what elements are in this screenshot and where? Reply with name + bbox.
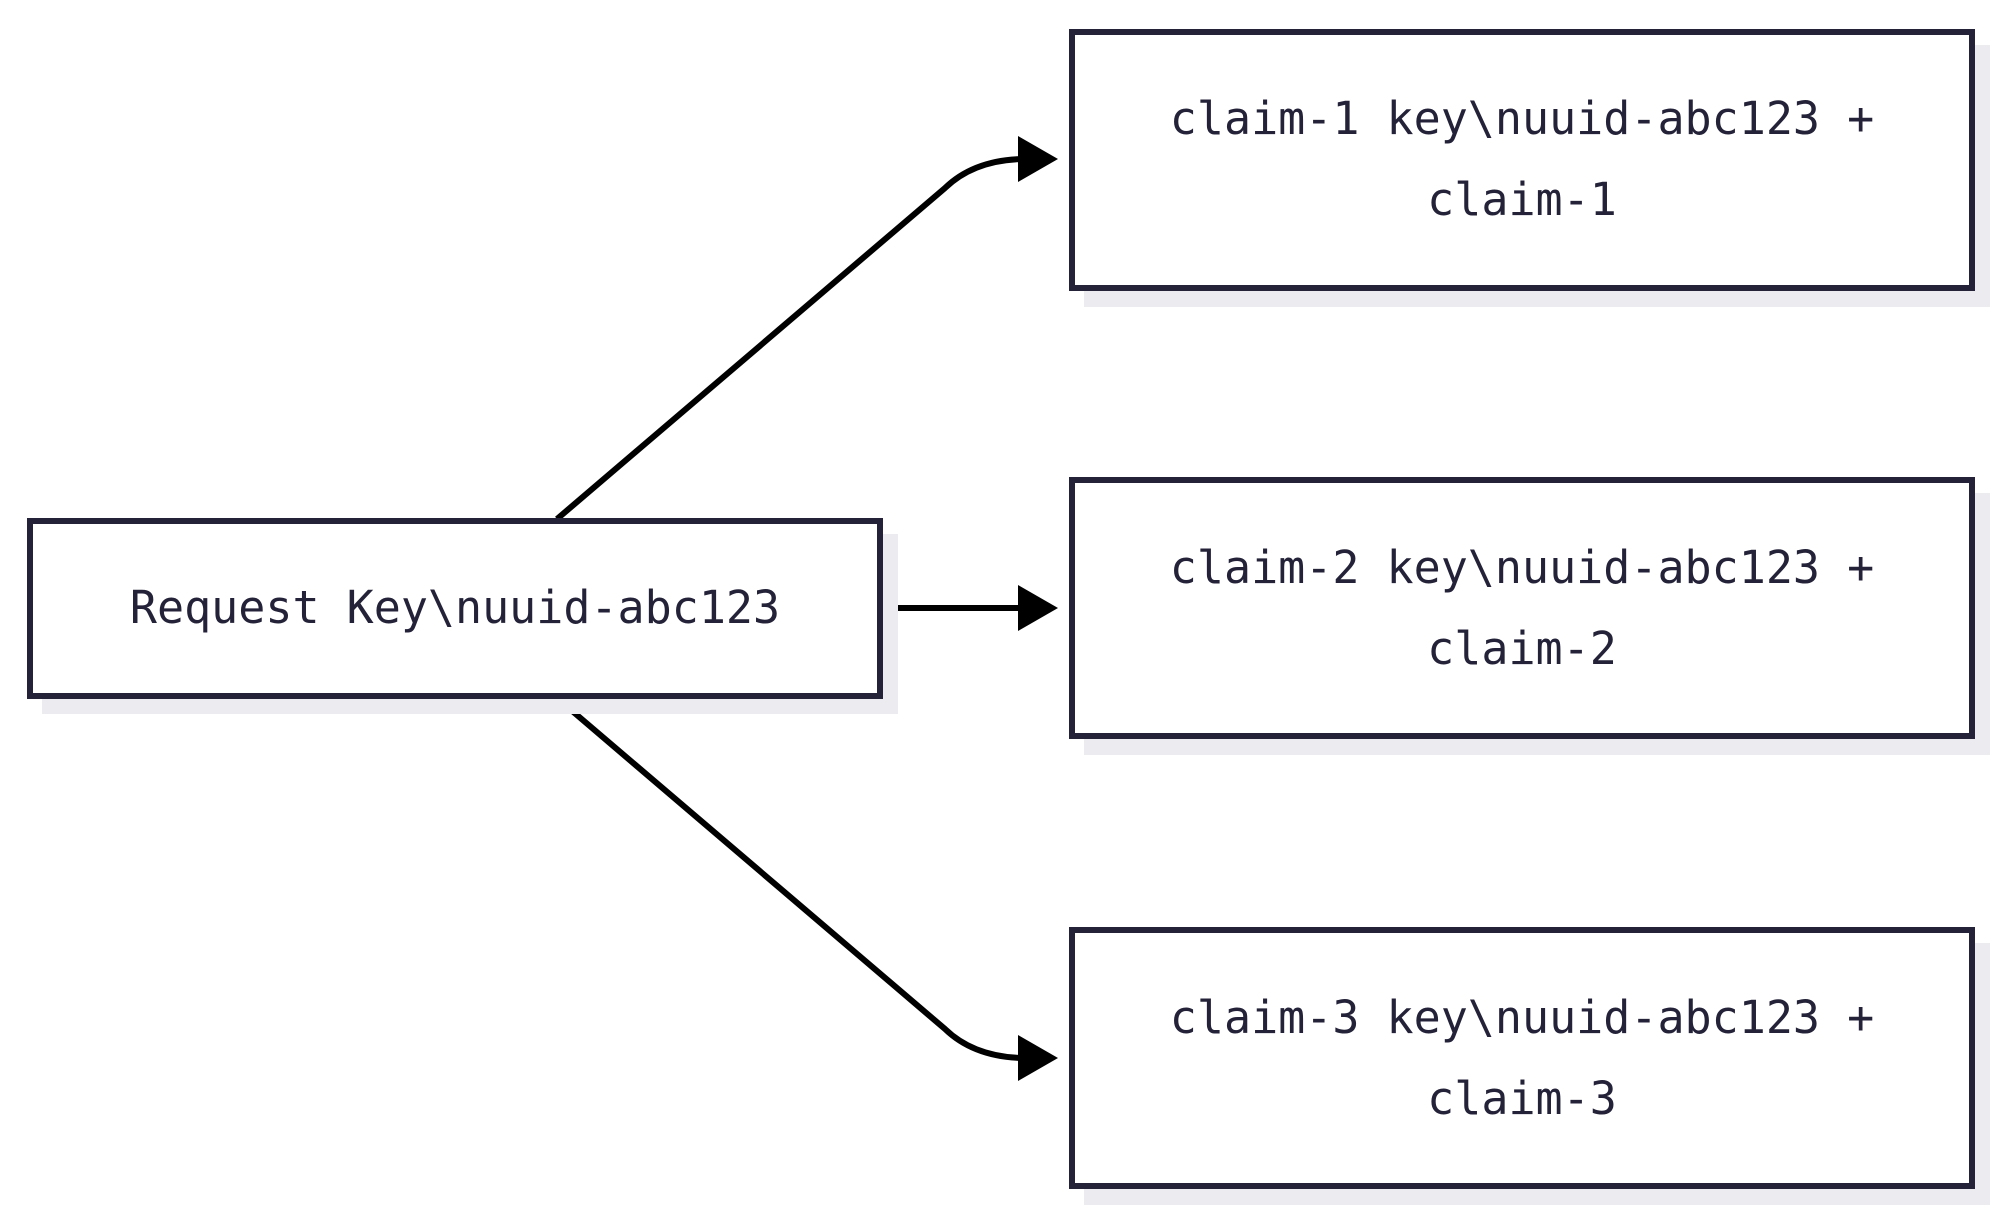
node-label-line-2: claim-2 bbox=[1427, 622, 1617, 675]
node-border bbox=[1069, 927, 1975, 1189]
node-label-line-2: claim-3 bbox=[1427, 1072, 1617, 1125]
node-border bbox=[27, 518, 883, 699]
node-claim-1: claim-1 key\nuuid-abc123 + claim-1 bbox=[1069, 29, 1990, 307]
edge-request-to-claim-3 bbox=[555, 695, 1040, 1062]
node-label-line-2: claim-1 bbox=[1427, 173, 1617, 226]
node-label-line-1: claim-2 key\nuuid-abc123 + bbox=[1170, 541, 1874, 594]
node-label-line-1: claim-1 key\nuuid-abc123 + bbox=[1170, 92, 1874, 145]
node-claim-2: claim-2 key\nuuid-abc123 + claim-2 bbox=[1069, 477, 1990, 755]
arrowhead-claim-2 bbox=[1018, 585, 1058, 631]
node-label-line-1: claim-3 key\nuuid-abc123 + bbox=[1170, 991, 1874, 1044]
arrowhead-claim-3 bbox=[1018, 1035, 1058, 1081]
node-border bbox=[1069, 477, 1975, 739]
node-border bbox=[1069, 29, 1975, 291]
node-request-key: Request Key\nuuid-abc123 bbox=[27, 518, 898, 714]
arrowhead-claim-1 bbox=[1018, 136, 1058, 182]
edge-request-to-claim-1 bbox=[555, 155, 1040, 522]
node-label: Request Key\nuuid-abc123 bbox=[130, 581, 780, 634]
edges bbox=[555, 136, 1058, 1081]
node-claim-3: claim-3 key\nuuid-abc123 + claim-3 bbox=[1069, 927, 1990, 1205]
